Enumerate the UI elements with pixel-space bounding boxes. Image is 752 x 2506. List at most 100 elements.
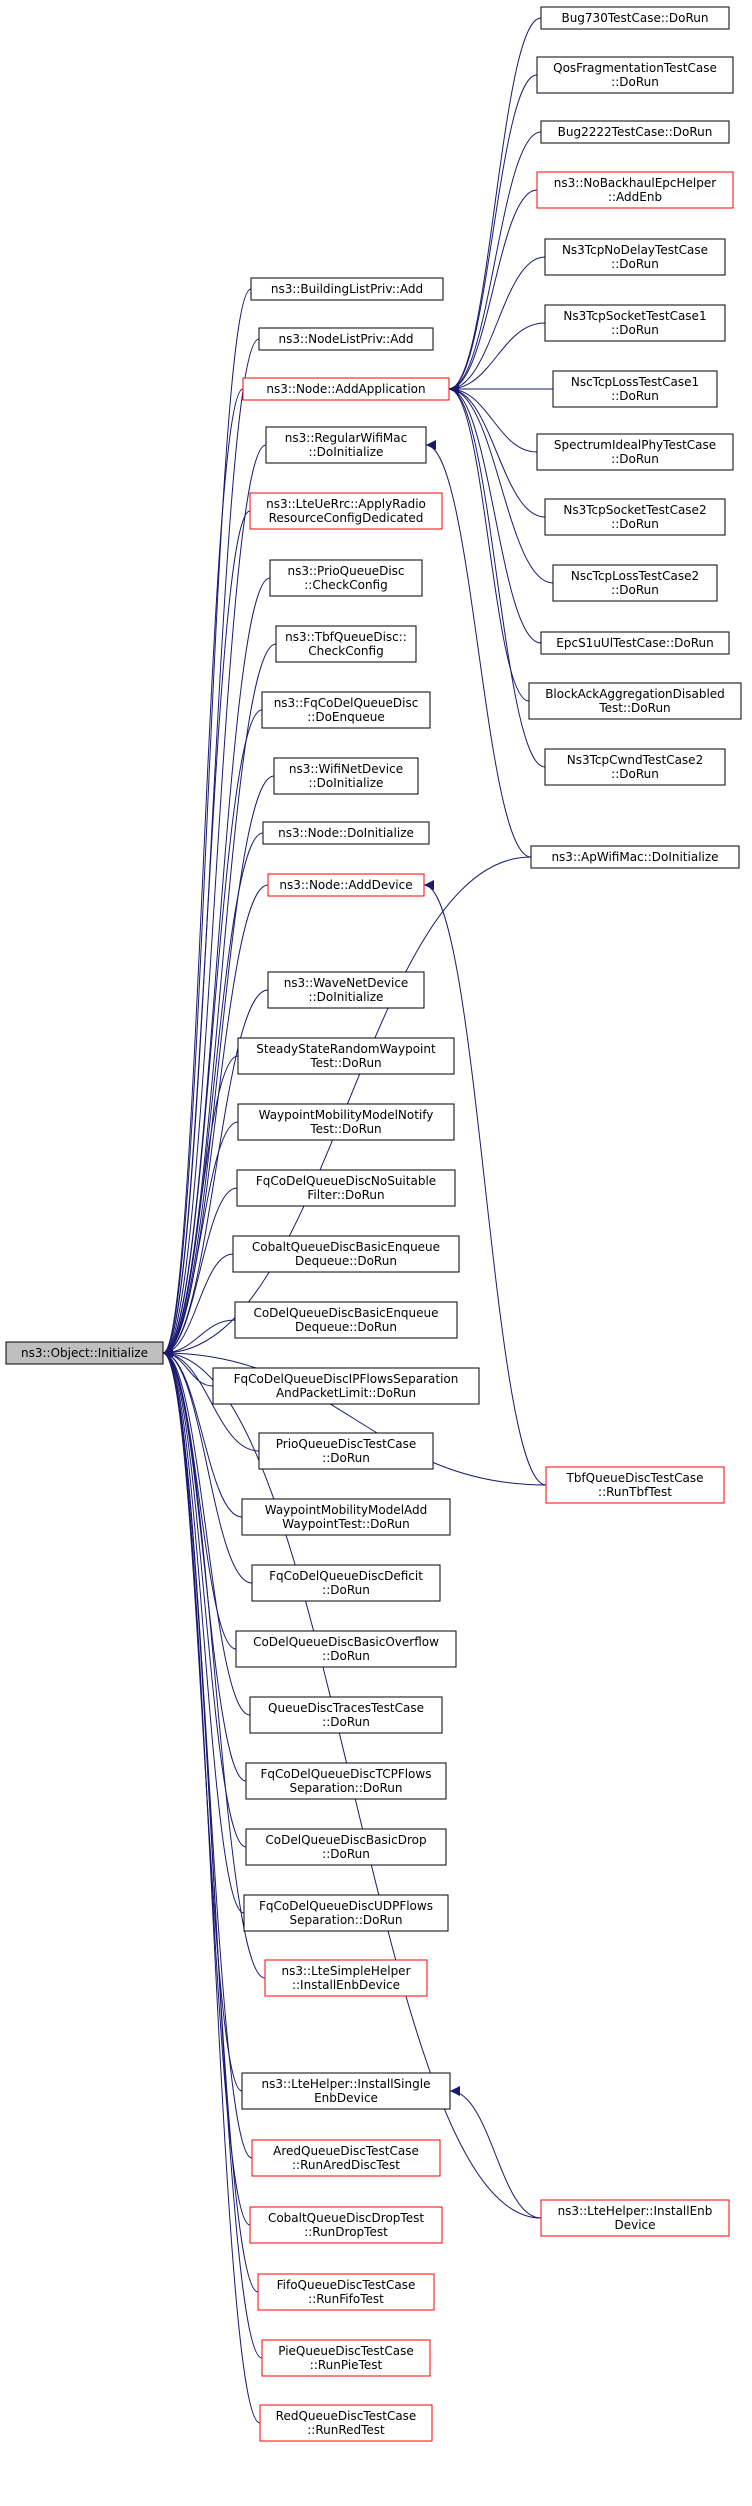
node-lteuerrc[interactable]: ns3::LteUeRrc::ApplyRadioResourceConfigD… (249, 492, 443, 530)
node-box (540, 6, 730, 30)
node-nodelist[interactable]: ns3::NodeListPriv::Add (258, 327, 434, 351)
node-box (530, 845, 740, 869)
node-nscloss1[interactable]: NscTcpLossTestCase1::DoRun (552, 370, 718, 408)
node-codelov[interactable]: CoDelQueueDiscBasicOverflow::DoRun (235, 1630, 457, 1668)
node-ltesimple[interactable]: ns3::LteSimpleHelper::InstallEnbDevice (264, 1959, 428, 1997)
node-nobackhaul[interactable]: ns3::NoBackhaulEpcHelper::AddEnb (536, 171, 734, 209)
node-box (544, 304, 726, 342)
node-wayadd[interactable]: WaypointMobilityModelAddWaypointTest::Do… (241, 1498, 451, 1536)
node-box (251, 2139, 441, 2177)
node-red[interactable]: RedQueueDiscTestCase::RunRedTest (259, 2404, 433, 2442)
node-bug2222[interactable]: Bug2222TestCase::DoRun (540, 120, 730, 144)
node-ns3sock2[interactable]: Ns3TcpSocketTestCase2::DoRun (544, 498, 726, 536)
node-wavenet[interactable]: ns3::WaveNetDevice::DoInitialize (267, 971, 425, 1009)
node-ared[interactable]: AredQueueDiscTestCase::RunAredDiscTest (251, 2139, 441, 2177)
edge-fqdef-to-root (162, 1348, 253, 1584)
graph-nodes: ns3::Object::Initialize ns3::BuildingList… (5, 6, 742, 2442)
edge-tbftest-to-root (162, 1348, 547, 1486)
node-box (544, 238, 726, 276)
edge-ared-to-root (162, 1348, 253, 2159)
node-label: ::DoInitialize (309, 990, 384, 1004)
node-label: ns3::FqCoDelQueueDisc (274, 696, 419, 710)
edge-ns3cwnd-to-addapp (448, 384, 546, 768)
node-label: ::CheckConfig (304, 578, 388, 592)
edge-steady-to-root (162, 1055, 239, 1358)
node-bug730[interactable]: Bug730TestCase::DoRun (540, 6, 730, 30)
node-label: ::DoInitialize (309, 776, 384, 790)
node-qtraces[interactable]: QueueDiscTracesTestCase::DoRun (249, 1696, 443, 1734)
node-ns3sock1[interactable]: Ns3TcpSocketTestCase1::DoRun (544, 304, 726, 342)
node-box (257, 2273, 435, 2311)
node-apwifi[interactable]: ns3::ApWifiMac::DoInitialize (530, 845, 740, 869)
node-box (545, 1466, 725, 1504)
edge-ns3nodelay-to-addapp (448, 256, 546, 394)
node-fqip[interactable]: FqCoDelQueueDiscIPFlowsSeparationAndPack… (212, 1367, 480, 1405)
node-ns3cwnd[interactable]: Ns3TcpCwndTestCase2::DoRun (544, 748, 726, 786)
node-label: Test::DoRun (309, 1122, 381, 1136)
node-box (528, 682, 742, 720)
node-adddev[interactable]: ns3::Node::AddDevice (267, 873, 425, 897)
node-label: ::AddEnb (608, 190, 662, 204)
node-nscloss2[interactable]: NscTcpLossTestCase2::DoRun (552, 564, 718, 602)
node-label: ns3::BuildingListPriv::Add (271, 282, 423, 296)
node-cobaltdrop[interactable]: CobaltQueueDiscDropTest::RunDropTest (249, 2206, 443, 2244)
node-fqtcp[interactable]: FqCoDelQueueDiscTCPFlowsSeparation::DoRu… (245, 1762, 447, 1800)
node-fqudp[interactable]: FqCoDelQueueDiscUDPFlowsSeparation::DoRu… (243, 1894, 449, 1932)
node-label: WaypointMobilityModelNotify (259, 1108, 434, 1122)
node-fifo[interactable]: FifoQueueDiscTestCase::RunFifoTest (257, 2273, 435, 2311)
node-wifinet[interactable]: ns3::WifiNetDevice::DoInitialize (273, 757, 419, 795)
node-root[interactable]: ns3::Object::Initialize (5, 1341, 164, 1365)
node-fqcodel[interactable]: ns3::FqCoDelQueueDisc::DoEnqueue (261, 691, 431, 729)
node-label: ::DoRun (322, 1451, 370, 1465)
node-tbfq[interactable]: ns3::TbfQueueDisc::CheckConfig (275, 625, 417, 663)
node-label: ns3::LteHelper::InstallSingle (262, 2077, 431, 2091)
node-label: ns3::PrioQueueDisc (287, 564, 404, 578)
node-label: RedQueueDiscTestCase (276, 2409, 417, 2423)
node-fqdef[interactable]: FqCoDelQueueDiscDeficit::DoRun (251, 1564, 441, 1602)
edge-fqnosuit-to-root (162, 1187, 238, 1358)
edge-spectrum-to-addapp (448, 384, 538, 453)
node-label: ::DoRun (611, 517, 659, 531)
edge-lteuerrc-to-root (162, 510, 251, 1358)
node-box (234, 1301, 458, 1339)
node-epcs1u[interactable]: EpcS1uUlTestCase::DoRun (540, 631, 730, 655)
edge-epcs1u-to-addapp (448, 384, 542, 644)
node-box (5, 1341, 164, 1365)
node-cobaltbe[interactable]: CobaltQueueDiscBasicEnqueueDequeue::DoRu… (232, 1235, 460, 1273)
node-box (269, 559, 423, 597)
node-nodeinit[interactable]: ns3::Node::DoInitialize (262, 821, 430, 845)
node-ns3nodelay[interactable]: Ns3TcpNoDelayTestCase::DoRun (544, 238, 726, 276)
node-prioq[interactable]: ns3::PrioQueueDisc::CheckConfig (269, 559, 423, 597)
node-addapp[interactable]: ns3::Node::AddApplication (242, 377, 450, 401)
node-label: SpectrumIdealPhyTestCase (554, 438, 716, 452)
node-pie[interactable]: PieQueueDiscTestCase::RunPieTest (261, 2339, 431, 2377)
node-label: ::DoRun (611, 389, 659, 403)
node-box (536, 171, 734, 209)
node-box (251, 1564, 441, 1602)
node-label: Device (614, 2218, 655, 2232)
node-box (237, 1103, 455, 1141)
node-lteinstall[interactable]: ns3::LteHelper::InstallEnbDevice (540, 2199, 730, 2237)
node-box (552, 370, 718, 408)
node-spectrum[interactable]: SpectrumIdealPhyTestCase::DoRun (536, 433, 734, 471)
edge-blockack-to-addapp (448, 384, 530, 702)
node-label: ::DoRun (611, 257, 659, 271)
node-priotest[interactable]: PrioQueueDiscTestCase::DoRun (258, 1432, 434, 1470)
node-qosfrag[interactable]: QosFragmentationTestCase::DoRun (536, 56, 734, 94)
node-regwifi[interactable]: ns3::RegularWifiMac::DoInitialize (265, 426, 427, 464)
node-box (232, 1235, 460, 1273)
node-codeldrop[interactable]: CoDelQueueDiscBasicDrop::DoRun (245, 1828, 447, 1866)
node-tbftest[interactable]: TbfQueueDiscTestCase::RunTbfTest (545, 1466, 725, 1504)
node-label: ::InstallEnbDevice (292, 1978, 400, 1992)
edge-wifinet-to-root (162, 775, 275, 1358)
node-label: AndPacketLimit::DoRun (276, 1386, 416, 1400)
node-label: TbfQueueDiscTestCase (565, 1471, 703, 1485)
node-label: ns3::LteUeRrc::ApplyRadio (266, 497, 426, 511)
node-bldlist[interactable]: ns3::BuildingListPriv::Add (250, 277, 444, 301)
